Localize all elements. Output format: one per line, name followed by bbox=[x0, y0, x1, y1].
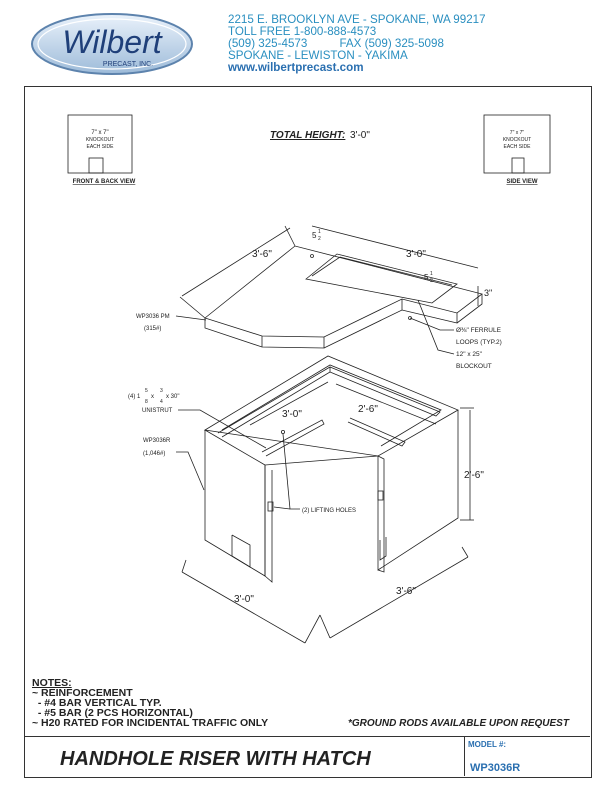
lifting-holes-label: (2) LIFTING HOLES bbox=[302, 508, 356, 514]
address-line: SPOKANE - LEWISTON - YAKIMA bbox=[228, 49, 408, 62]
lid-offset-top-num: 1 bbox=[318, 229, 321, 235]
each-side-text: EACH SIDE bbox=[504, 144, 532, 150]
ferrule-loop bbox=[310, 254, 314, 258]
unistrut-size-suffix: x 30" bbox=[166, 394, 179, 400]
total-height-label: TOTAL HEIGHT: bbox=[270, 130, 345, 141]
riser-drawing: 3'-0" 2'-6" 2'-6" 3'-0" 3'-6" (4) 1 5 8 … bbox=[128, 355, 484, 644]
model-label: MODEL #: bbox=[468, 740, 507, 749]
lid-part-label: WP3036 PM bbox=[136, 314, 170, 320]
knockout-text: KNOCKOUT bbox=[86, 137, 114, 143]
address-line: TOLL FREE 1-800-888-4573 bbox=[228, 25, 377, 38]
unistrut-size-mid: x bbox=[151, 394, 154, 400]
lifting-pocket bbox=[267, 501, 274, 512]
lid-dim-thickness: 3" bbox=[484, 288, 492, 298]
note-line: ~ REINFORCEMENT bbox=[32, 687, 133, 699]
notes-heading: NOTES: bbox=[32, 677, 72, 689]
company-address: 2215 E. BROOKLYN AVE - SPOKANE, WA 99217… bbox=[228, 14, 486, 74]
blockout-label: BLOCKOUT bbox=[456, 363, 492, 370]
lid-drawing: 3'-6" 3'-0" 3" 5 1 2 5 1 2 WP3036 PM (31… bbox=[136, 225, 502, 370]
logo-subtext: PRECAST, INC. bbox=[103, 61, 153, 68]
lid-dim-left: 3'-6" bbox=[252, 249, 272, 260]
unistrut-fraction: 8 bbox=[145, 399, 148, 405]
knockout-size-text: 7" x 7" bbox=[510, 130, 525, 136]
riser-height-dim: 2'-6" bbox=[464, 470, 484, 481]
notes-block: NOTES: ~ REINFORCEMENT - #4 BAR VERTICAL… bbox=[32, 677, 269, 729]
riser-weight: (1,046#) bbox=[143, 451, 165, 457]
lid-offset-side-num: 1 bbox=[430, 271, 433, 277]
total-height-value: 3'-0" bbox=[350, 130, 370, 141]
ferrule-label: Ø⅜" FERRULE bbox=[456, 327, 502, 334]
riser-inner-dim-right: 2'-6" bbox=[358, 404, 378, 415]
each-side-text: EACH SIDE bbox=[87, 144, 115, 150]
drawing-title: HANDHOLE RISER WITH HATCH bbox=[60, 748, 371, 770]
address-line: (509) 325-4573 FAX (509) 325-5098 bbox=[228, 37, 444, 50]
unistrut-fraction: 4 bbox=[160, 399, 163, 405]
riser-dim-bottom-right: 3'-6" bbox=[396, 586, 416, 597]
model-number: WP3036R bbox=[470, 762, 521, 774]
ferrule-label: LOOPS (TYP.2) bbox=[456, 339, 502, 346]
unistrut-rail bbox=[261, 419, 325, 457]
note-line: - #4 BAR VERTICAL TYP. bbox=[32, 697, 162, 709]
lifting-hole bbox=[280, 429, 285, 434]
side-view: 7" x 7" KNOCKOUT EACH SIDE SIDE VIEW bbox=[483, 114, 551, 185]
note-line: - #5 BAR (2 PCS HORIZONTAL) bbox=[32, 707, 193, 719]
knockout-text: KNOCKOUT bbox=[503, 137, 531, 143]
lid-weight: (315#) bbox=[144, 326, 161, 332]
lid-offset-top-den: 2 bbox=[318, 236, 321, 242]
side-view-title: SIDE VIEW bbox=[506, 179, 537, 185]
lifting-pocket bbox=[377, 490, 384, 501]
lid-offset-side-whole: 5 bbox=[424, 273, 429, 282]
lid-offset-side-den: 2 bbox=[430, 278, 433, 284]
title-block bbox=[24, 736, 590, 777]
riser-dim-bottom-left: 3'-0" bbox=[234, 594, 254, 605]
unistrut-label: UNISTRUT bbox=[142, 408, 173, 414]
address-line: 2215 E. BROOKLYN AVE - SPOKANE, WA 99217 bbox=[228, 13, 486, 26]
header: Wilbert PRECAST, INC. 2215 E. BROOKLYN A… bbox=[0, 0, 612, 86]
unistrut-size-prefix: (4) 1 bbox=[128, 394, 141, 400]
lid-dim-right: 3'-0" bbox=[406, 249, 426, 260]
unistrut-fraction: 3 bbox=[160, 388, 163, 394]
riser-knockout bbox=[379, 537, 387, 561]
model-box bbox=[464, 736, 591, 776]
riser-knockout bbox=[231, 534, 251, 568]
riser-inner-dim-left: 3'-0" bbox=[282, 409, 302, 420]
knockout-size-text: 7" x 7" bbox=[91, 130, 108, 136]
side-knockout bbox=[511, 157, 525, 174]
website-link[interactable]: www.wilbertprecast.com bbox=[228, 61, 364, 74]
front-knockout bbox=[88, 157, 104, 174]
front-back-view: 7" x 7" KNOCKOUT EACH SIDE FRONT & BACK … bbox=[67, 114, 136, 185]
note-line: ~ H20 RATED FOR INCIDENTAL TRAFFIC ONLY bbox=[32, 717, 269, 729]
lid-blockout bbox=[305, 253, 458, 304]
unistrut-rail bbox=[347, 417, 406, 447]
company-logo: Wilbert PRECAST, INC. bbox=[31, 13, 193, 75]
blockout-label: 12" x 25" bbox=[456, 351, 483, 358]
front-back-title: FRONT & BACK VIEW bbox=[73, 179, 136, 185]
unistrut-fraction: 5 bbox=[145, 388, 148, 394]
ground-rods-note: *GROUND RODS AVAILABLE UPON REQUEST bbox=[348, 718, 569, 729]
ferrule-loop bbox=[408, 316, 412, 320]
riser-part-label: WP3036R bbox=[143, 438, 171, 444]
lid-offset-top-whole: 5 bbox=[312, 231, 317, 240]
logo-text: Wilbert bbox=[62, 24, 162, 60]
drawing-frame bbox=[24, 86, 592, 778]
